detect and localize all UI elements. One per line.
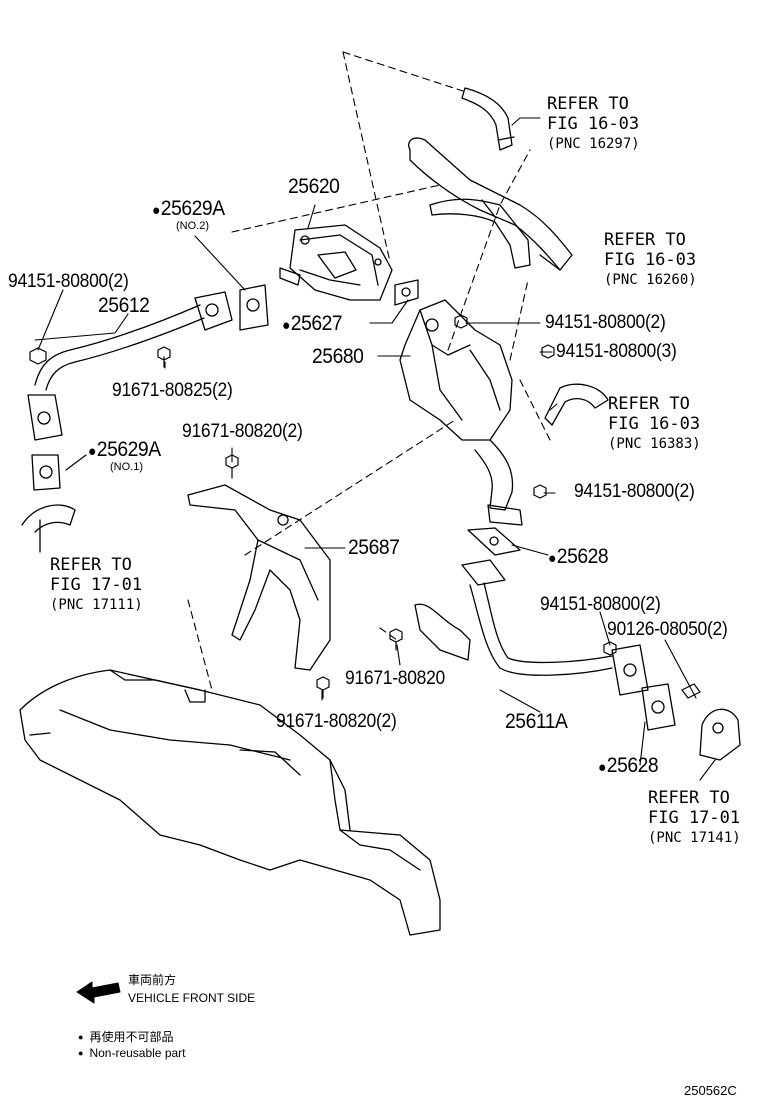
ref-line: REFER TO [648, 788, 730, 808]
part-25629a-bottom-label: 25629A [88, 439, 161, 460]
part-94151-80800-2-b-label: 94151-80800(2) [545, 312, 666, 333]
gasket-25627 [394, 279, 419, 306]
part-94151-80800-2-c-label: 94151-80800(2) [574, 481, 695, 502]
ref-fig-17-01-pnc-17111: REFER TO FIG 17-01 (PNC 17111) [50, 555, 143, 615]
part-25620-label: 25620 [288, 175, 340, 198]
pipe-25612 [27, 291, 233, 441]
ref-line: FIG 16-03 [608, 414, 701, 434]
part-91671-80820-2-a-label: 91671-80820(2) [182, 421, 303, 442]
gasket-25628-upper [467, 527, 521, 556]
part-25611a-label: 25611A [505, 710, 568, 733]
egr-valve-25620 [279, 224, 393, 301]
ref-line: FIG 17-01 [648, 808, 741, 828]
ref-pnc: (PNC 16297) [547, 136, 640, 152]
leader-lines [34, 117, 716, 781]
ref-pnc: (PNC 16260) [604, 272, 697, 288]
bracket-25687 [187, 484, 331, 671]
ref-line: FIG 17-01 [50, 575, 143, 595]
egr-cooler-25680 [399, 299, 523, 526]
ref-line: REFER TO [547, 94, 629, 114]
part-94151-80800-3-label: 94151-80800(3) [556, 341, 677, 362]
ref-fig-17-01-pnc-17141: REFER TO FIG 17-01 (PNC 17141) [648, 788, 741, 848]
part-number: 25629A [96, 438, 161, 461]
part-25629a-top-sub: (NO.2) [176, 220, 209, 232]
heatshield-17141 [699, 708, 741, 761]
hose-16260 [408, 137, 573, 271]
part-25680-label: 25680 [312, 345, 364, 368]
part-number: 25629A [160, 197, 225, 220]
vehicle-front-arrow-icon [76, 981, 121, 1004]
part-25627-label: 25627 [282, 312, 343, 335]
figure-code: 250562C [684, 1083, 737, 1098]
ref-pnc: (PNC 16383) [608, 436, 701, 452]
pipe-25611a [414, 559, 649, 696]
gasket-25629a-top [239, 284, 269, 331]
heatshield-17111 [21, 504, 76, 553]
ref-fig-16-03-pnc-16383: REFER TO FIG 16-03 (PNC 16383) [608, 394, 701, 454]
engine-block [19, 669, 441, 936]
ref-fig-16-03-pnc-16297: REFER TO FIG 16-03 (PNC 16297) [547, 94, 640, 154]
part-25628-lower-label: 25628 [598, 754, 659, 777]
gasket-25629a-bottom [31, 454, 61, 491]
legend-nonreuse-jp: 再使用不可部品 [78, 1031, 173, 1043]
ref-fig-16-03-pnc-16260: REFER TO FIG 16-03 (PNC 16260) [604, 230, 697, 290]
ref-pnc: (PNC 17141) [648, 830, 741, 846]
ref-line: FIG 16-03 [604, 250, 697, 270]
part-94151-80800-2-a-label: 94151-80800(2) [8, 271, 129, 292]
legend-nonreuse-en: Non-reusable part [78, 1046, 186, 1060]
legend-text: Non-reusable part [89, 1046, 186, 1060]
fasteners [29, 314, 701, 699]
part-25628-upper-label: 25628 [548, 545, 609, 568]
part-90126-08050-2-label: 90126-08050(2) [607, 619, 728, 640]
part-25612-label: 25612 [98, 294, 150, 317]
part-number: 25628 [556, 545, 609, 568]
legend-front-en: VEHICLE FRONT SIDE [128, 991, 256, 1005]
dashed-alignment-lines [187, 51, 551, 691]
gasket-25628-lower [641, 683, 676, 731]
part-25629a-top-label: 25629A [152, 198, 225, 219]
legend-front-jp: 車両前方 [128, 973, 177, 987]
part-91671-80820-2-b-label: 91671-80820(2) [276, 711, 397, 732]
ref-line: REFER TO [604, 230, 686, 250]
part-25687-label: 25687 [348, 536, 400, 559]
hose-16297 [461, 87, 515, 151]
part-number: 25627 [290, 312, 343, 335]
ref-pnc: (PNC 17111) [50, 597, 143, 613]
part-25629a-bottom-sub: (NO.1) [110, 461, 143, 473]
part-91671-80820-label: 91671-80820 [345, 668, 446, 689]
ref-line: REFER TO [50, 555, 132, 575]
ref-line: FIG 16-03 [547, 114, 640, 134]
legend-text: 再使用不可部品 [89, 1030, 174, 1044]
part-91671-80825-2-label: 91671-80825(2) [112, 380, 233, 401]
part-94151-80800-2-d-label: 94151-80800(2) [540, 594, 661, 615]
hose-16383 [544, 383, 609, 426]
part-number: 25628 [606, 754, 659, 777]
ref-line: REFER TO [608, 394, 690, 414]
